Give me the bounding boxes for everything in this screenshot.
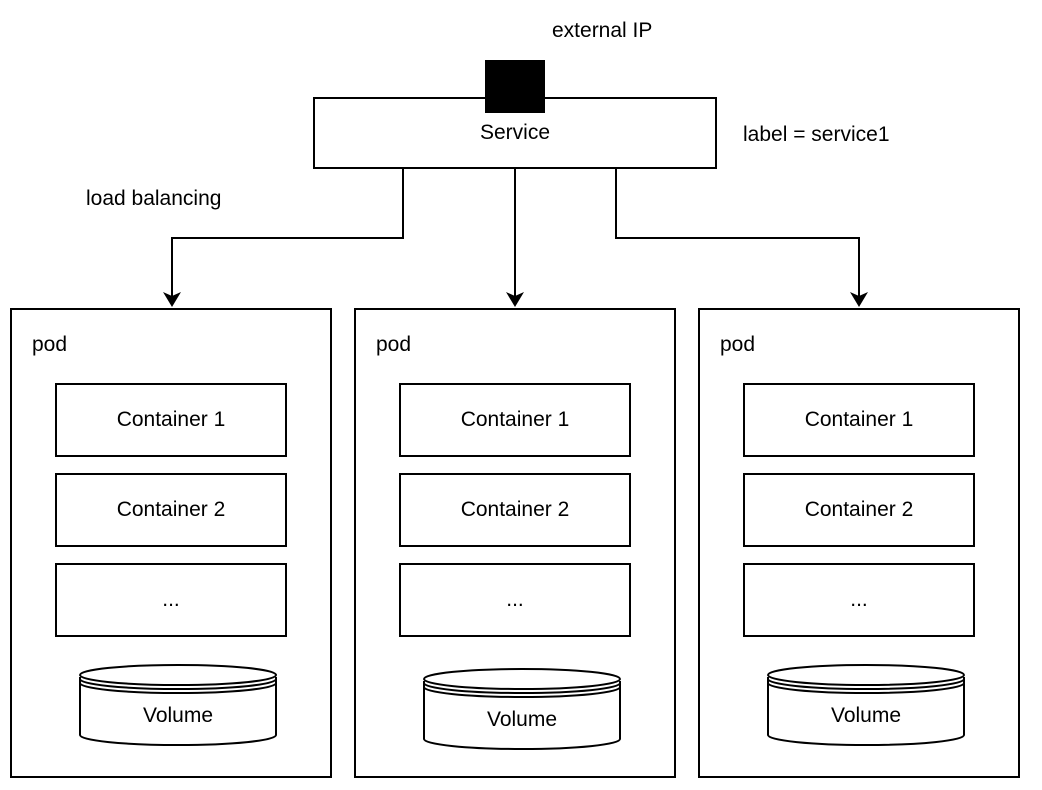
external-ip-label: external IP	[552, 19, 653, 42]
pod-title: pod	[720, 333, 756, 356]
service-box[interactable]: Service	[313, 97, 717, 169]
service-label: Service	[479, 121, 551, 144]
volume-cylinder-icon	[423, 668, 621, 750]
container-more[interactable]: ...	[399, 563, 631, 637]
pod-2[interactable]: pod Container 1 Container 2 ... Volume	[354, 308, 676, 778]
load-balancing-label: load balancing	[86, 187, 222, 210]
arrow-to-pod-3	[615, 168, 860, 302]
container-1[interactable]: Container 1	[55, 383, 287, 457]
container-more[interactable]: ...	[55, 563, 287, 637]
volume-label: Volume	[486, 708, 558, 731]
arrowhead-pod-1	[163, 292, 181, 307]
pod-title: pod	[376, 333, 412, 356]
volume[interactable]: Volume	[422, 667, 622, 751]
volume-label: Volume	[830, 704, 902, 727]
external-ip-port[interactable]	[485, 60, 545, 113]
volume[interactable]: Volume	[766, 663, 966, 747]
container-more[interactable]: ...	[743, 563, 975, 637]
pod-title: pod	[32, 333, 68, 356]
pod-1[interactable]: pod Container 1 Container 2 ... Volume	[10, 308, 332, 778]
volume-label: Volume	[142, 704, 214, 727]
container-1[interactable]: Container 1	[743, 383, 975, 457]
service-selector-label: label = service1	[743, 123, 890, 146]
container-2[interactable]: Container 2	[55, 473, 287, 547]
arrowhead-pod-2	[506, 292, 524, 307]
arrow-to-pod-1	[171, 168, 404, 302]
pod-3[interactable]: pod Container 1 Container 2 ... Volume	[698, 308, 1020, 778]
container-2[interactable]: Container 2	[743, 473, 975, 547]
arrowhead-pod-3	[850, 292, 868, 307]
container-2[interactable]: Container 2	[399, 473, 631, 547]
container-1[interactable]: Container 1	[399, 383, 631, 457]
volume-cylinder-icon	[79, 664, 277, 746]
volume-cylinder-icon	[767, 664, 965, 746]
volume[interactable]: Volume	[78, 663, 278, 747]
